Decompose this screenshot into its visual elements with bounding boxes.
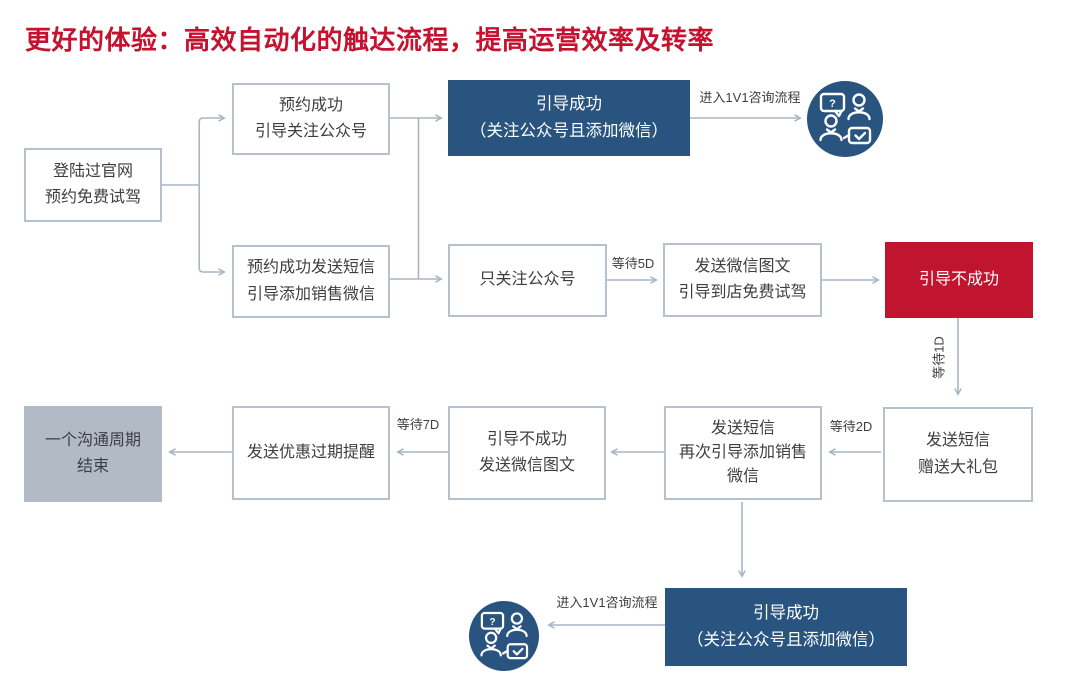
node-only-follow: 只关注公众号 — [448, 244, 607, 317]
edge-label-wait-7d: 等待7D — [396, 417, 440, 432]
edge-label-wait-2d: 等待2D — [829, 419, 873, 434]
node-guide-success-top: 引导成功 （关注公众号且添加微信） — [448, 80, 690, 156]
svg-text:?: ? — [829, 98, 836, 110]
node-cycle-end: 一个沟通周期 结束 — [24, 406, 162, 502]
node-wechat-article: 发送微信图文 引导到店免费试驾 — [663, 243, 822, 317]
page-title: 更好的体验：高效自动化的触达流程，提高运营效率及转率 — [25, 25, 715, 55]
node-fail-article: 引导不成功 发送微信图文 — [448, 406, 606, 500]
node-guide-fail: 引导不成功 — [885, 242, 1033, 318]
consultation-1v1-icon: ? — [807, 81, 883, 162]
node-booking-sms: 预约成功发送短信 引导添加销售微信 — [232, 245, 390, 318]
edge-label-wait-1d: 等待1D — [931, 336, 947, 379]
node-sms-again: 发送短信 再次引导添加销售 微信 — [664, 406, 822, 500]
node-sms-gift: 发送短信 赠送大礼包 — [883, 407, 1033, 502]
node-entry: 登陆过官网 预约免费试驾 — [24, 148, 162, 222]
edge-label-wait-5d: 等待5D — [611, 256, 655, 271]
svg-text:?: ? — [489, 617, 495, 628]
node-expiry-reminder: 发送优惠过期提醒 — [232, 406, 390, 500]
consultation-1v1-icon: ? — [469, 601, 539, 676]
node-guide-success-bottom: 引导成功 （关注公众号且添加微信） — [665, 588, 907, 666]
edge-label-enter-1v1-top: 进入1V1咨询流程 — [699, 90, 801, 105]
edge-label-enter-1v1-bottom: 进入1V1咨询流程 — [556, 595, 658, 610]
node-booking-success-follow: 预约成功 引导关注公众号 — [232, 83, 390, 155]
